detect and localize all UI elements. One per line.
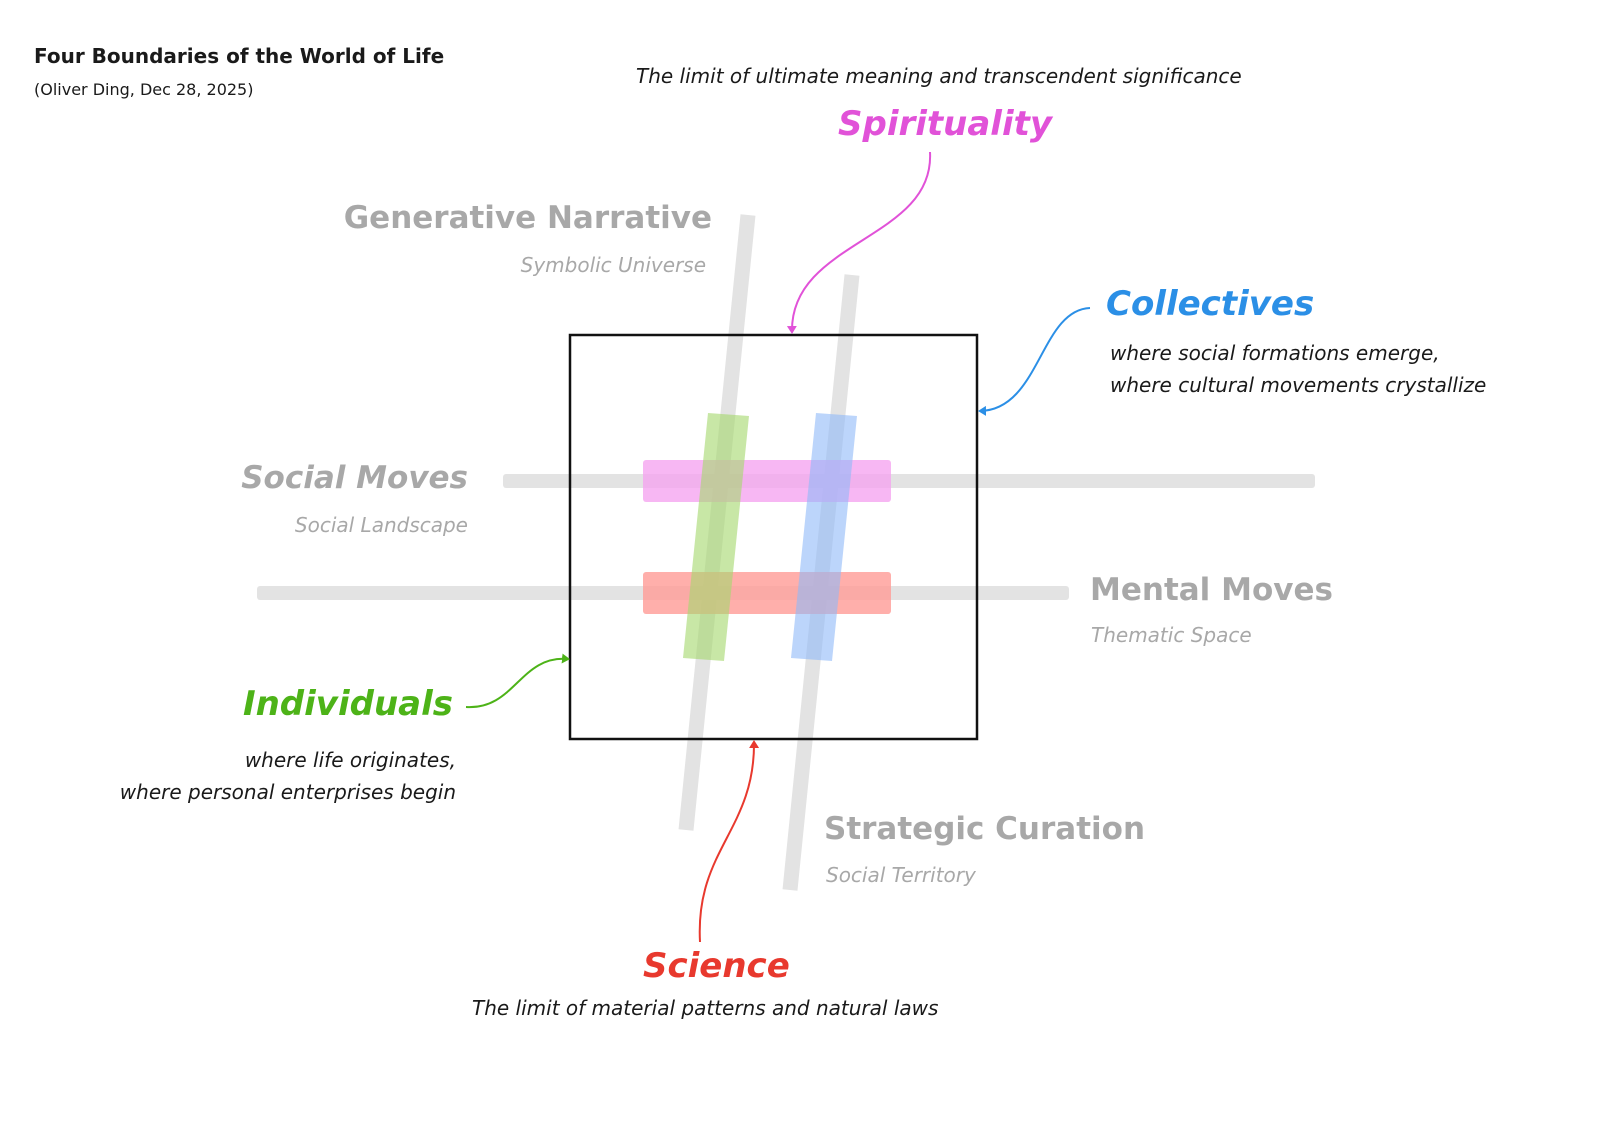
- individuals-label: Individuals: [242, 684, 453, 724]
- collectives-description-line-1: where social formations emerge,: [1110, 341, 1440, 365]
- diagram-title: Four Boundaries of the World of Life: [34, 44, 445, 68]
- individuals-description-line-2: where personal enterprises begin: [119, 780, 456, 804]
- mental-moves-sub: Thematic Space: [1091, 623, 1252, 647]
- social-moves-label: Social Moves: [241, 460, 468, 496]
- collectives-label: Collectives: [1106, 284, 1315, 324]
- strategic-curation-sub: Social Territory: [826, 863, 976, 887]
- individuals-arrow: [465, 653, 570, 709]
- diagram-subtitle: (Oliver Ding, Dec 28, 2025): [34, 80, 254, 99]
- axis-bar-social-moves: [503, 474, 1315, 488]
- science-description: The limit of material patterns and natur…: [472, 996, 939, 1020]
- collectives-arrow: [978, 307, 1091, 416]
- collectives-description-line-2: where cultural movements crystallize: [1110, 373, 1487, 397]
- strategic-curation-label: Strategic Curation: [824, 811, 1146, 847]
- hash-bar-blue: [791, 413, 857, 661]
- world-of-life-frame: [568, 333, 979, 741]
- hash-bar-red: [643, 572, 891, 614]
- generative-narrative-label: Generative Narrative: [343, 200, 712, 236]
- science-label: Science: [643, 946, 790, 986]
- spirituality-description: The limit of ultimate meaning and transc…: [636, 64, 1242, 88]
- individuals-description-line-1: where life originates,: [244, 748, 456, 772]
- science-arrow: [698, 740, 760, 943]
- social-moves-sub: Social Landscape: [294, 513, 468, 537]
- mental-moves-label: Mental Moves: [1090, 572, 1333, 608]
- spirituality-label: Spirituality: [838, 104, 1053, 144]
- hash-bar-green: [683, 413, 749, 661]
- generative-narrative-sub: Symbolic Universe: [520, 253, 706, 277]
- spirituality-arrow: [786, 151, 932, 334]
- hash-bar-pink: [643, 460, 891, 502]
